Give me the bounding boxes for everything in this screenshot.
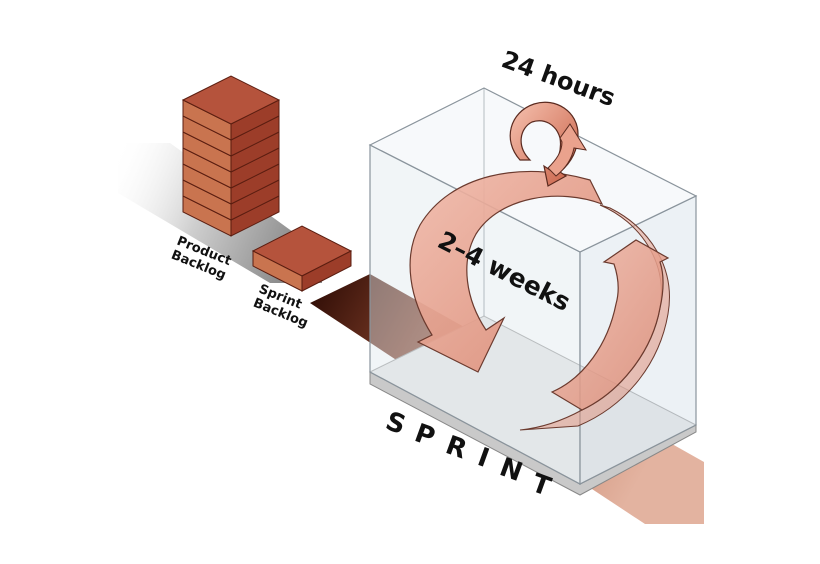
daily-cycle-arrow <box>509 101 588 187</box>
svg-text:N: N <box>496 452 527 488</box>
svg-text:R: R <box>442 430 471 465</box>
sprint-cycle-arrow <box>409 170 670 431</box>
product-backlog-brick-top <box>181 75 281 125</box>
sprint-backlog-brick <box>251 225 353 292</box>
svg-text:I: I <box>474 442 493 474</box>
svg-text:S: S <box>382 406 410 441</box>
product-backlog-stack <box>181 75 281 237</box>
svg-text:P: P <box>411 418 439 453</box>
daily-cycle-label: 24 hours <box>498 45 619 112</box>
svg-text:T: T <box>528 468 555 502</box>
